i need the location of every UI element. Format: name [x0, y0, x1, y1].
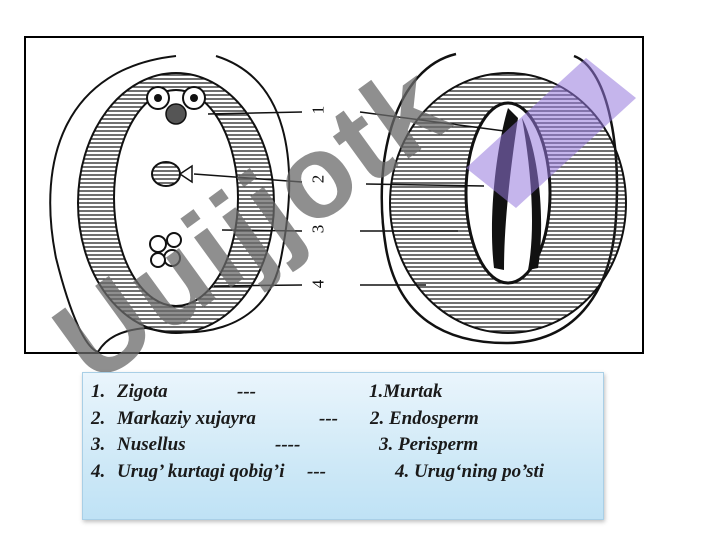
legend-left-term: Nusellus [117, 434, 186, 455]
legend-left-term: Zigota [117, 381, 168, 402]
ovule-drawing [49, 55, 303, 352]
callout-number-2: 2 [308, 174, 328, 184]
ovule-pointer-1 [207, 111, 303, 115]
legend-dash: --- [319, 407, 338, 429]
ovule-pointer-2 [193, 173, 303, 183]
legend-index: 1. [91, 381, 106, 402]
callout-number-4: 4 [308, 279, 328, 289]
legend-dash: ---- [275, 434, 301, 455]
seed-diagram-drawing [49, 52, 636, 352]
legend-index: 3. [91, 434, 106, 455]
central-cell [151, 161, 193, 187]
legend-right-term: 2. Endosperm [370, 407, 479, 429]
legend-row: 2. Markaziy xujayra --- 2. Endosperm [91, 408, 603, 435]
legend-row: 3. Nusellus ---- 3. Perisperm [91, 434, 603, 461]
seed-pointer-1 [359, 111, 513, 133]
callout-number-3: 3 [308, 224, 328, 234]
legend-row: 4. Urug’ kurtagi qobig’i --- 4. Urug‘nin… [91, 461, 603, 488]
legend-right-term: 3. Perisperm [379, 434, 479, 455]
ovule-stalk [97, 327, 147, 352]
legend-right-term: 1.Murtak [369, 381, 443, 402]
embryo-sac [113, 89, 239, 307]
legend-box: 1. Zigota --- 1.Murtak 2. Markaziy xujay… [82, 372, 604, 520]
seed-diagram-figure: 1 2 3 4 [24, 36, 644, 354]
legend-left-term: Urug’ kurtagi qobig’i [117, 460, 285, 482]
legend-row: 1. Zigota --- 1.Murtak [91, 381, 603, 408]
watermark-purple-stripe [466, 58, 636, 208]
legend-dash: --- [307, 460, 326, 482]
legend-dash: --- [237, 381, 256, 402]
ovule-pointer-3 [221, 229, 303, 232]
legend-right-term: 4. Urug‘ning po’sti [395, 460, 545, 482]
legend-index: 4. [91, 460, 106, 482]
ovule-outer-integument [49, 55, 291, 352]
zygote-cell [165, 103, 187, 125]
ovule-pointer-4 [213, 284, 303, 287]
egg-apparatus [146, 86, 206, 125]
seed-pointer-2 [365, 183, 485, 187]
legend-index: 2. [91, 407, 106, 429]
antipodal-cells [149, 232, 182, 268]
callout-number-1: 1 [308, 105, 328, 115]
legend-left-term: Markaziy xujayra [117, 407, 256, 429]
